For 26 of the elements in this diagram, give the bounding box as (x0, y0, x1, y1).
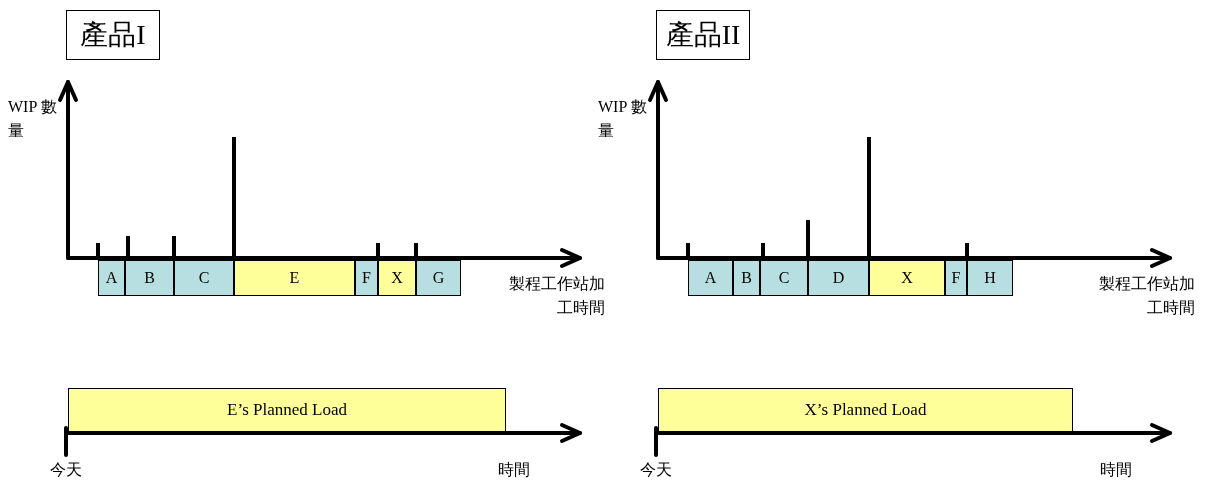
axis-label: WIP 數量 (8, 97, 58, 141)
axis-label: 製程工作站加工時間 (1098, 274, 1195, 318)
axis-label: 時間 (1100, 460, 1133, 480)
planned-load-bar: E’s Planned Load (68, 388, 506, 432)
planned-load-bar: X’s Planned Load (658, 388, 1073, 432)
process-segment: G (416, 260, 461, 296)
process-segment: A (98, 260, 125, 296)
process-segment: D (808, 260, 869, 296)
process-segment: X (869, 260, 945, 296)
axis-label: 今天 (50, 460, 83, 480)
process-segment: E (234, 260, 355, 296)
axis-label: 時間 (498, 460, 531, 480)
process-segment: X (378, 260, 416, 296)
process-segment: B (733, 260, 760, 296)
process-segment: C (174, 260, 234, 296)
title-box: 產品II (656, 10, 750, 60)
process-segment: A (688, 260, 733, 296)
process-segment: F (945, 260, 967, 296)
process-segment: C (760, 260, 808, 296)
axis-label: 製程工作站加工時間 (508, 274, 605, 318)
process-segment: F (355, 260, 378, 296)
axis-label: WIP 數量 (598, 97, 648, 141)
process-segment: B (125, 260, 174, 296)
title-box: 產品I (66, 10, 160, 60)
process-segment: H (967, 260, 1013, 296)
axis-label: 今天 (640, 460, 673, 480)
